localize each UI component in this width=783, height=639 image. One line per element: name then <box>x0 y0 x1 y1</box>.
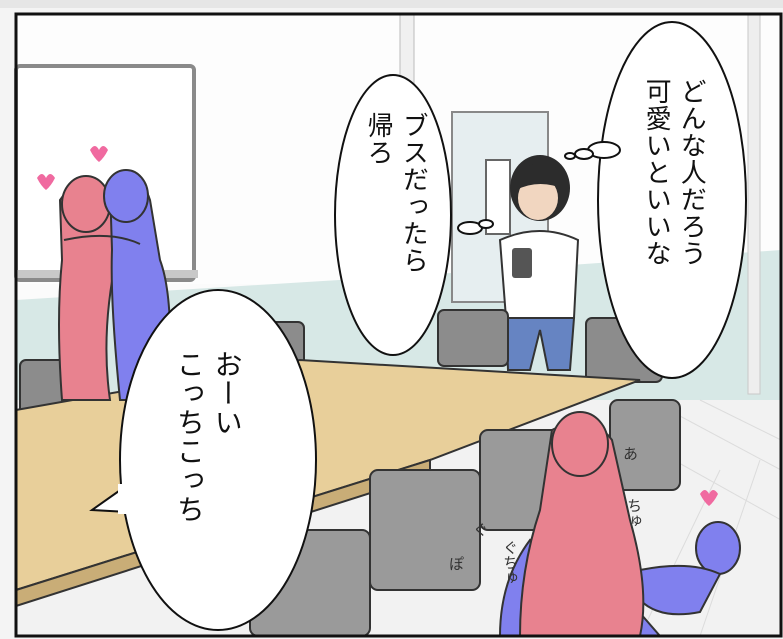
thought-text-middle: ブスだったら 帰ろ <box>360 112 430 332</box>
thought-text-right: どんな人だろう 可愛いといいな <box>638 78 708 338</box>
thought-line-2: 可愛いといいな <box>641 78 672 267</box>
thought-bubble-middle <box>334 74 494 356</box>
thought-line-3: ブスだったら <box>398 112 429 274</box>
thought-bubble-right <box>564 21 747 379</box>
sfx-bottom: ぽ <box>447 556 465 571</box>
heart-icon <box>700 490 718 506</box>
speech-line-1: おーい <box>210 350 244 437</box>
sfx-chu: ちゅ <box>625 498 643 528</box>
speech-text: おーい こっちこっち <box>170 350 246 590</box>
thought-line-1: どんな人だろう <box>676 78 707 267</box>
heart-icons <box>37 146 718 506</box>
heart-icon <box>37 174 55 190</box>
sfx-top: あ <box>621 446 639 461</box>
speech-line-2: こっちこっち <box>172 350 206 524</box>
sfx-kuchu: ぐちゅ <box>501 540 519 585</box>
sfx-middle: ぐ <box>471 522 489 537</box>
heart-icon <box>90 146 108 162</box>
standing-boy <box>498 155 580 371</box>
thought-line-4: 帰ろ <box>363 112 394 166</box>
speech-bubble <box>89 289 317 631</box>
floor-couple <box>498 411 741 637</box>
